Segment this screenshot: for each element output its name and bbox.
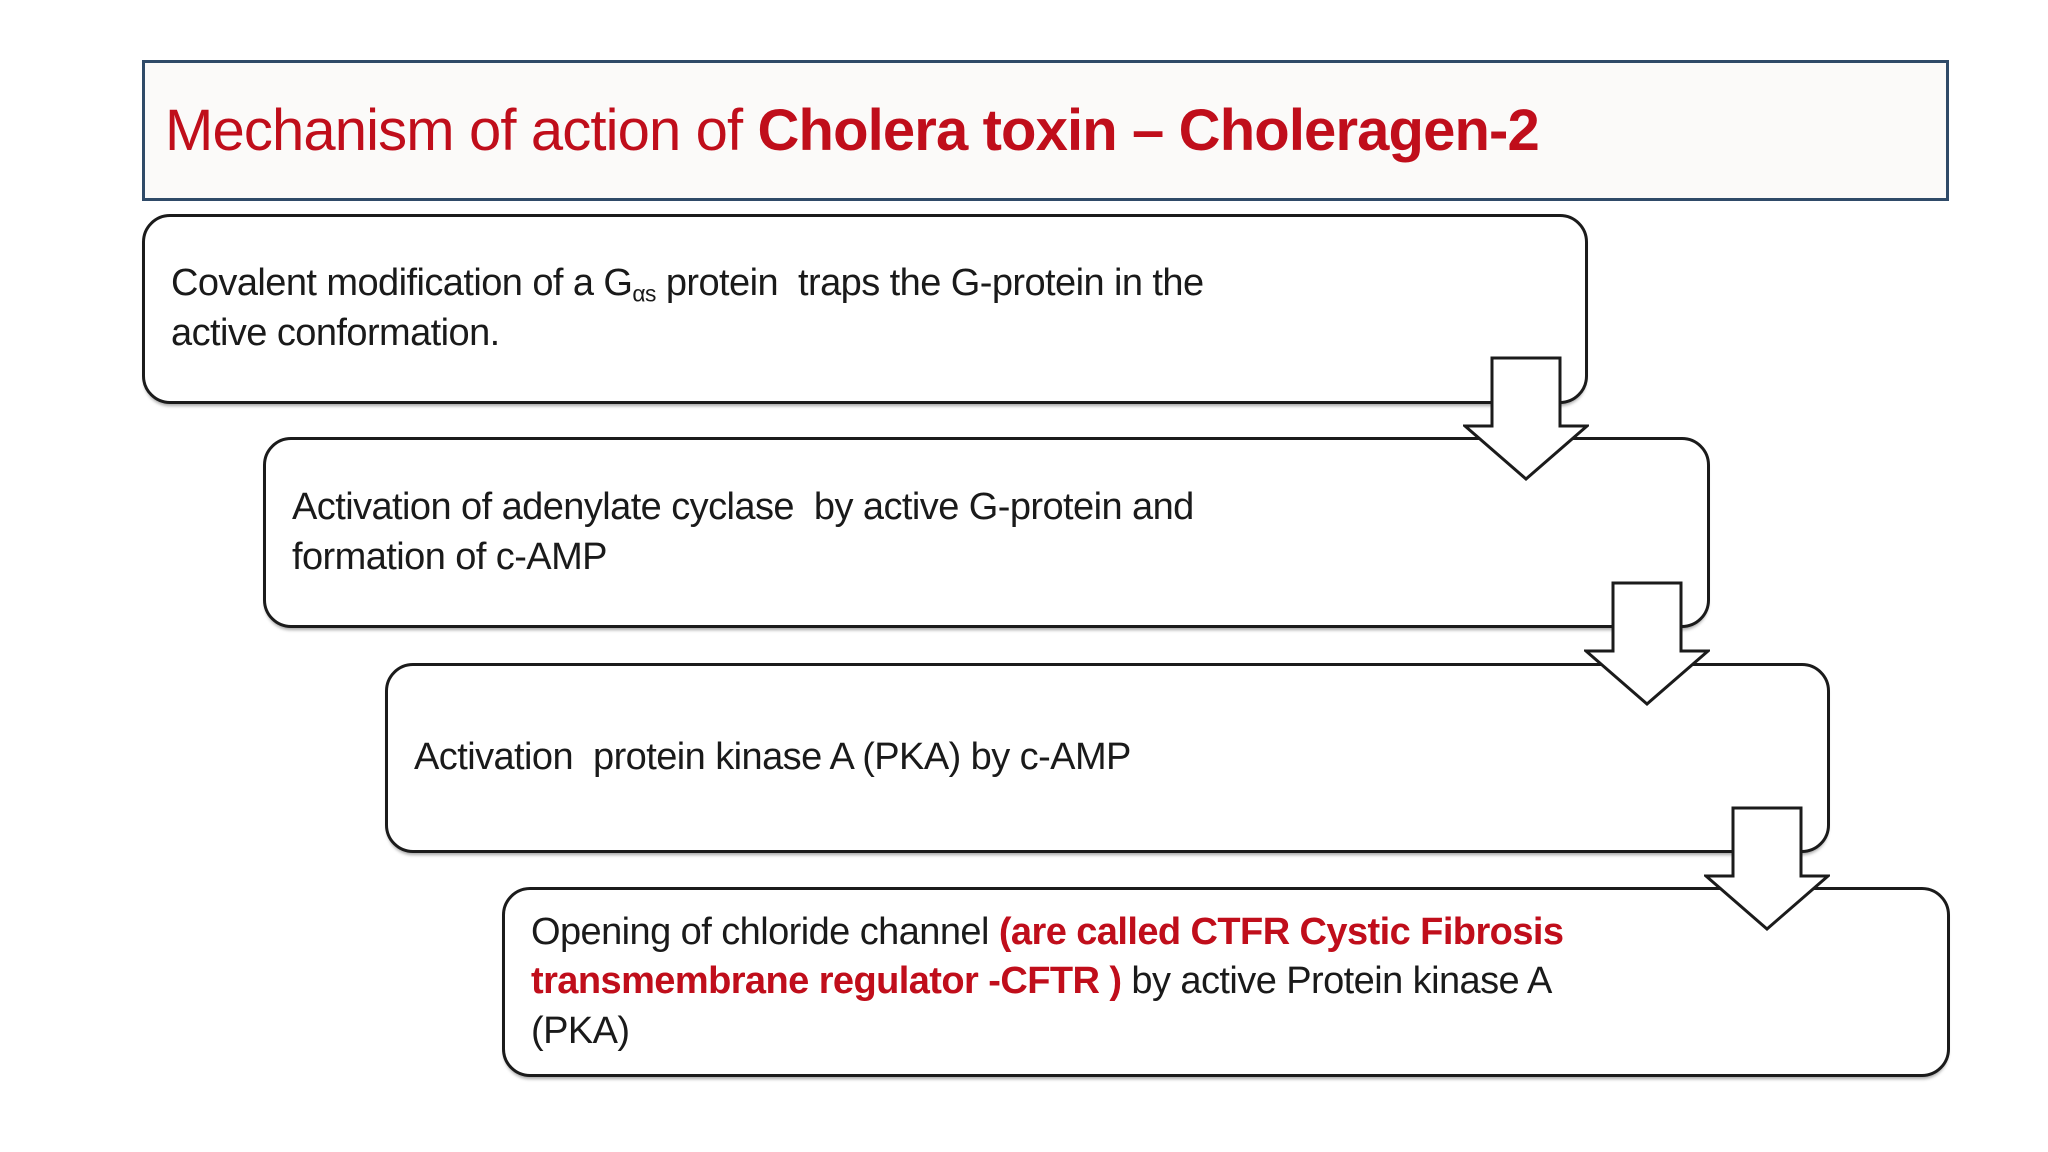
flow-box-step-2: Activation of adenylate cyclase by activ… (263, 437, 1710, 628)
flow-box-step-1: Covalent modification of a Gαs protein t… (142, 214, 1588, 404)
title-box: Mechanism of action of Cholera toxin – C… (142, 60, 1949, 201)
flow-box-step-3-text: Activation protein kinase A (PKA) by c-A… (414, 736, 1131, 779)
flow-box-step-4: Opening of chloride channel (are called … (502, 887, 1950, 1077)
flow-box-step-1-text: Covalent modification of a Gαs protein t… (171, 262, 1204, 355)
flow-box-step-4-text: Opening of chloride channel (are called … (531, 910, 1564, 1052)
down-arrow-icon (1463, 356, 1589, 481)
down-arrow-icon (1584, 581, 1710, 706)
down-arrow-icon (1704, 806, 1830, 931)
flow-box-step-2-text: Activation of adenylate cyclase by activ… (292, 486, 1194, 578)
flow-box-step-3: Activation protein kinase A (PKA) by c-A… (385, 663, 1830, 853)
slide-title: Mechanism of action of Cholera toxin – C… (165, 98, 1540, 163)
